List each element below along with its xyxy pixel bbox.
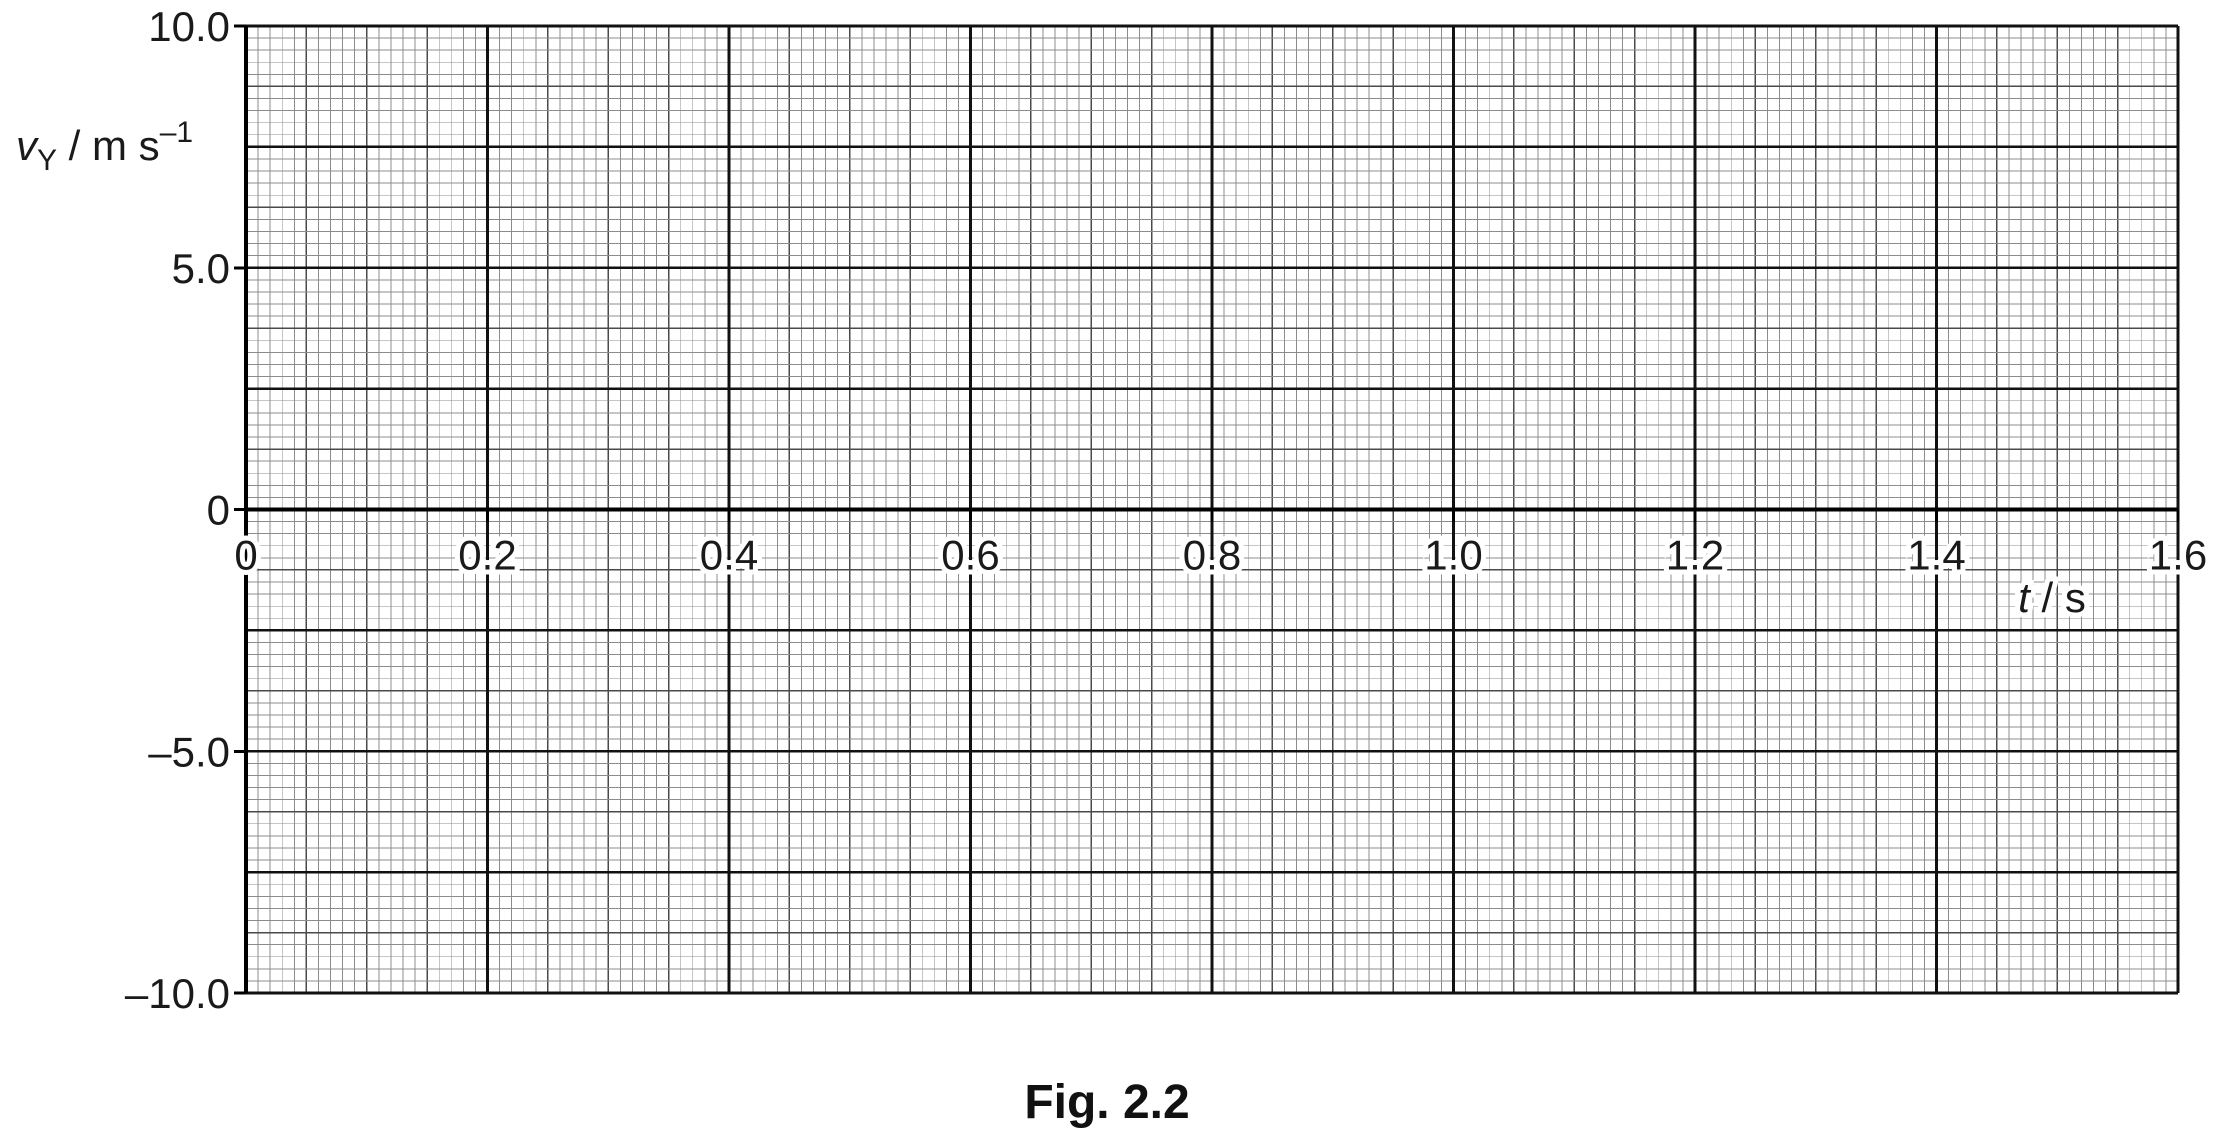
y-tick-label: –10.0 xyxy=(125,970,230,1017)
x-tick-labels: 0 0.2 0.4 0.6 0.8 1.0 1.2 1.4 1.6 xyxy=(229,509,2212,584)
x-tick-label: 0 xyxy=(234,532,257,579)
x-tick-label: 0.8 xyxy=(1183,532,1241,579)
x-tick-label: 0.6 xyxy=(941,532,999,579)
y-tick-label: 0 xyxy=(207,487,230,534)
x-tick-label: 0.2 xyxy=(458,532,516,579)
x-axis-separator: / xyxy=(2030,574,2065,621)
x-tick-label: 1.4 xyxy=(1907,532,1965,579)
x-axis-unit: s xyxy=(2065,574,2086,621)
y-axis-symbol: v xyxy=(16,122,40,169)
figure-caption: Fig. 2.2 xyxy=(1024,1076,1189,1129)
y-axis-unit: m s xyxy=(92,122,160,169)
y-axis-label: vY / m s–1 xyxy=(16,116,193,177)
y-tick-labels: 10.0 5.0 0 –5.0 –10.0 xyxy=(125,3,246,1017)
x-tick-label: 1.6 xyxy=(2149,532,2207,579)
x-tick-label: 1.2 xyxy=(1666,532,1724,579)
y-tick-label: 10.0 xyxy=(148,3,230,50)
y-tick-label: 5.0 xyxy=(172,245,230,292)
y-axis-subscript: Y xyxy=(37,144,57,177)
x-tick-label: 1.0 xyxy=(1424,532,1482,579)
y-axis-separator: / xyxy=(57,122,92,169)
x-tick-label: 0.4 xyxy=(700,532,758,579)
x-axis-label: t / s xyxy=(2018,574,2086,621)
y-tick-label: –5.0 xyxy=(148,728,230,775)
y-axis-unit-exponent: –1 xyxy=(160,116,193,149)
